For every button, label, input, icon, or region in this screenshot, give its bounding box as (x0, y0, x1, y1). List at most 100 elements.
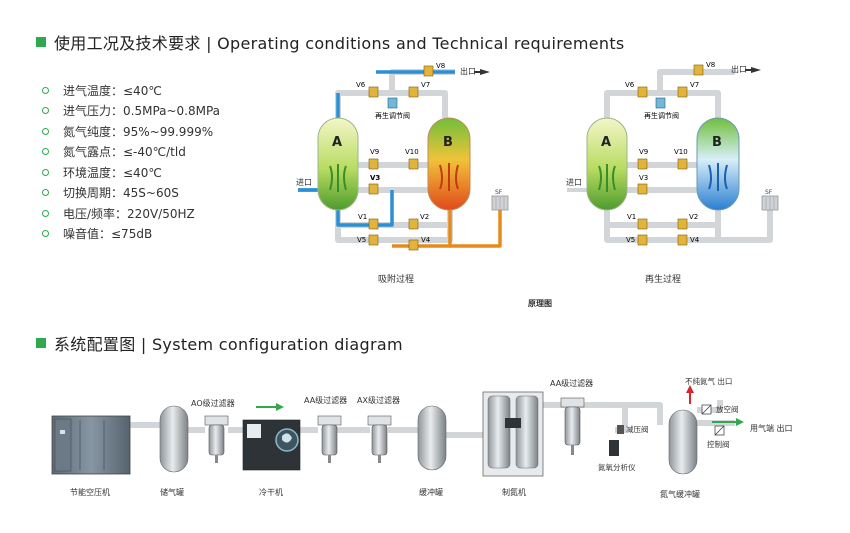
svg-text:制氮机: 制氮机 (502, 487, 526, 497)
svg-text:V8: V8 (436, 62, 445, 70)
svg-text:冷干机: 冷干机 (259, 487, 283, 497)
section-system-title: 系统配置图 | System configuration diagram (54, 335, 403, 354)
tower-a-label: A (601, 135, 611, 150)
right-arrow-icon (736, 418, 744, 426)
tower-b-label: B (712, 135, 722, 150)
flow-arrows-icon (329, 164, 347, 193)
svg-text:氮气缓冲罐: 氮气缓冲罐 (660, 489, 700, 499)
svg-text:缓冲罐: 缓冲罐 (419, 487, 443, 497)
silencer-sf: SF (491, 189, 509, 211)
valve-v7: V7 (408, 81, 430, 98)
regeneration-diagram: 进口 出口 A B SF V6 V7 V8 再生调节阀 V9 V10 V3 V1… (566, 61, 779, 285)
up-arrow-icon (686, 385, 694, 393)
svg-text:再生调节阀: 再生调节阀 (375, 111, 410, 120)
svg-text:节能空压机: 节能空压机 (70, 487, 110, 497)
spec-item: 噪音值：≤75dB (42, 224, 220, 245)
nitrogen-buffer-tank: 氮气缓冲罐 (660, 409, 700, 499)
svg-text:储气罐: 储气罐 (160, 487, 184, 497)
svg-text:控制阀: 控制阀 (707, 439, 730, 449)
air-tank: 储气罐 (159, 405, 189, 497)
valve-v8: V8 (693, 61, 715, 76)
svg-text:AX级过滤器: AX级过滤器 (357, 395, 400, 405)
nitrogen-generator: 制氮机 (482, 391, 544, 497)
ao-filter: AO级过滤器 (191, 398, 235, 463)
air-compressor: 节能空压机 (51, 415, 131, 497)
section-marker-icon (36, 37, 46, 47)
bullet-circle-icon (42, 127, 49, 135)
regen-valve: 再生调节阀 (375, 97, 410, 120)
valve-v9: V9 (637, 148, 648, 170)
spec-item: 进气温度：≤40℃ (42, 80, 220, 101)
svg-text:V4: V4 (690, 236, 700, 244)
regeneration-caption: 再生过程 (645, 273, 681, 285)
valve-v8: V8 (423, 62, 445, 77)
valve-v5: V5 (626, 234, 648, 246)
svg-text:放空阀: 放空阀 (716, 404, 739, 414)
spec-item: 切换周期：45S~60S (42, 183, 220, 204)
valve-v5: V5 (357, 234, 379, 246)
bullet-circle-icon (42, 86, 49, 94)
svg-text:AA级过滤器: AA级过滤器 (550, 378, 593, 388)
outlet-label: 出口 (460, 66, 476, 76)
section-operating-header: 使用工况及技术要求 | Operating conditions and Tec… (36, 30, 625, 54)
tower-a-label: A (332, 135, 342, 150)
spec-list: 进气温度：≤40℃ 进气压力：0.5MPa~0.8MPa 氮气纯度：95%~99… (42, 80, 220, 244)
tower-b-label: B (443, 135, 453, 150)
bullet-circle-icon (42, 230, 49, 238)
svg-text:氮氧分析仪: 氮氧分析仪 (598, 462, 636, 472)
valve-v3: V3 (368, 174, 380, 195)
flow-arrow-icon (256, 403, 284, 411)
vent-valve: 放空阀 (701, 404, 739, 415)
outlet-label: 出口 (731, 64, 747, 74)
aa-filter-1: AA级过滤器 (304, 395, 347, 463)
valve-v10: V10 (405, 148, 419, 170)
flow-arrows-icon (598, 164, 616, 193)
bullet-circle-icon (42, 148, 49, 156)
svg-text:V8: V8 (706, 61, 715, 69)
bullet-circle-icon (42, 107, 49, 115)
svg-text:V10: V10 (405, 148, 419, 156)
valve-v1: V1 (627, 213, 648, 230)
outlet-arrow-icon (480, 69, 490, 75)
valve-v2: V2 (677, 213, 698, 230)
outlet-arrow-icon (751, 67, 761, 73)
section-operating-title: 使用工况及技术要求 | Operating conditions and Tec… (54, 34, 625, 53)
svg-text:不纯氮气 出口: 不纯氮气 出口 (685, 376, 732, 386)
svg-text:V9: V9 (639, 148, 648, 156)
bullet-circle-icon (42, 209, 49, 217)
figure-caption: 原理图 (528, 299, 552, 308)
bullet-circle-icon (42, 189, 49, 197)
buffer-tank: 缓冲罐 (417, 405, 447, 497)
svg-text:V3: V3 (639, 174, 648, 182)
bullet-circle-icon (42, 168, 49, 176)
section-system-header: 系统配置图 | System configuration diagram (36, 331, 403, 355)
svg-text:AA级过滤器: AA级过滤器 (304, 395, 347, 405)
valve-v10: V10 (674, 148, 688, 170)
spec-item: 环境温度：≤40℃ (42, 162, 220, 183)
inlet-label: 进口 (566, 178, 582, 187)
svg-text:减压阀: 减压阀 (626, 424, 649, 434)
valve-v4: V4 (677, 234, 700, 246)
flow-arrows-icon (439, 163, 459, 191)
svg-text:V6: V6 (625, 81, 635, 89)
svg-text:V4: V4 (421, 236, 431, 244)
regen-valve: 再生调节阀 (644, 97, 679, 120)
aa-filter-2: AA级过滤器 (550, 378, 593, 455)
valve-v3: V3 (637, 174, 648, 195)
svg-text:V9: V9 (370, 148, 379, 156)
svg-text:V7: V7 (421, 81, 430, 89)
svg-text:V1: V1 (358, 213, 367, 221)
svg-text:V5: V5 (626, 236, 635, 244)
spec-item: 氮气纯度：95%~99.999% (42, 121, 220, 142)
spec-item: 氮气露点：≤-40℃/tld (42, 142, 220, 163)
svg-text:V1: V1 (627, 213, 636, 221)
valve-v4: V4 (408, 236, 431, 251)
valve-v7: V7 (677, 81, 699, 98)
svg-text:SF: SF (765, 189, 773, 196)
refrigerated-dryer: 冷干机 (242, 419, 301, 497)
ax-filter: AX级过滤器 (357, 395, 400, 463)
svg-text:V6: V6 (356, 81, 366, 89)
svg-text:V2: V2 (420, 213, 429, 221)
user-outlet: 用气端 出口 (712, 418, 793, 433)
svg-text:AO级过滤器: AO级过滤器 (191, 398, 235, 408)
